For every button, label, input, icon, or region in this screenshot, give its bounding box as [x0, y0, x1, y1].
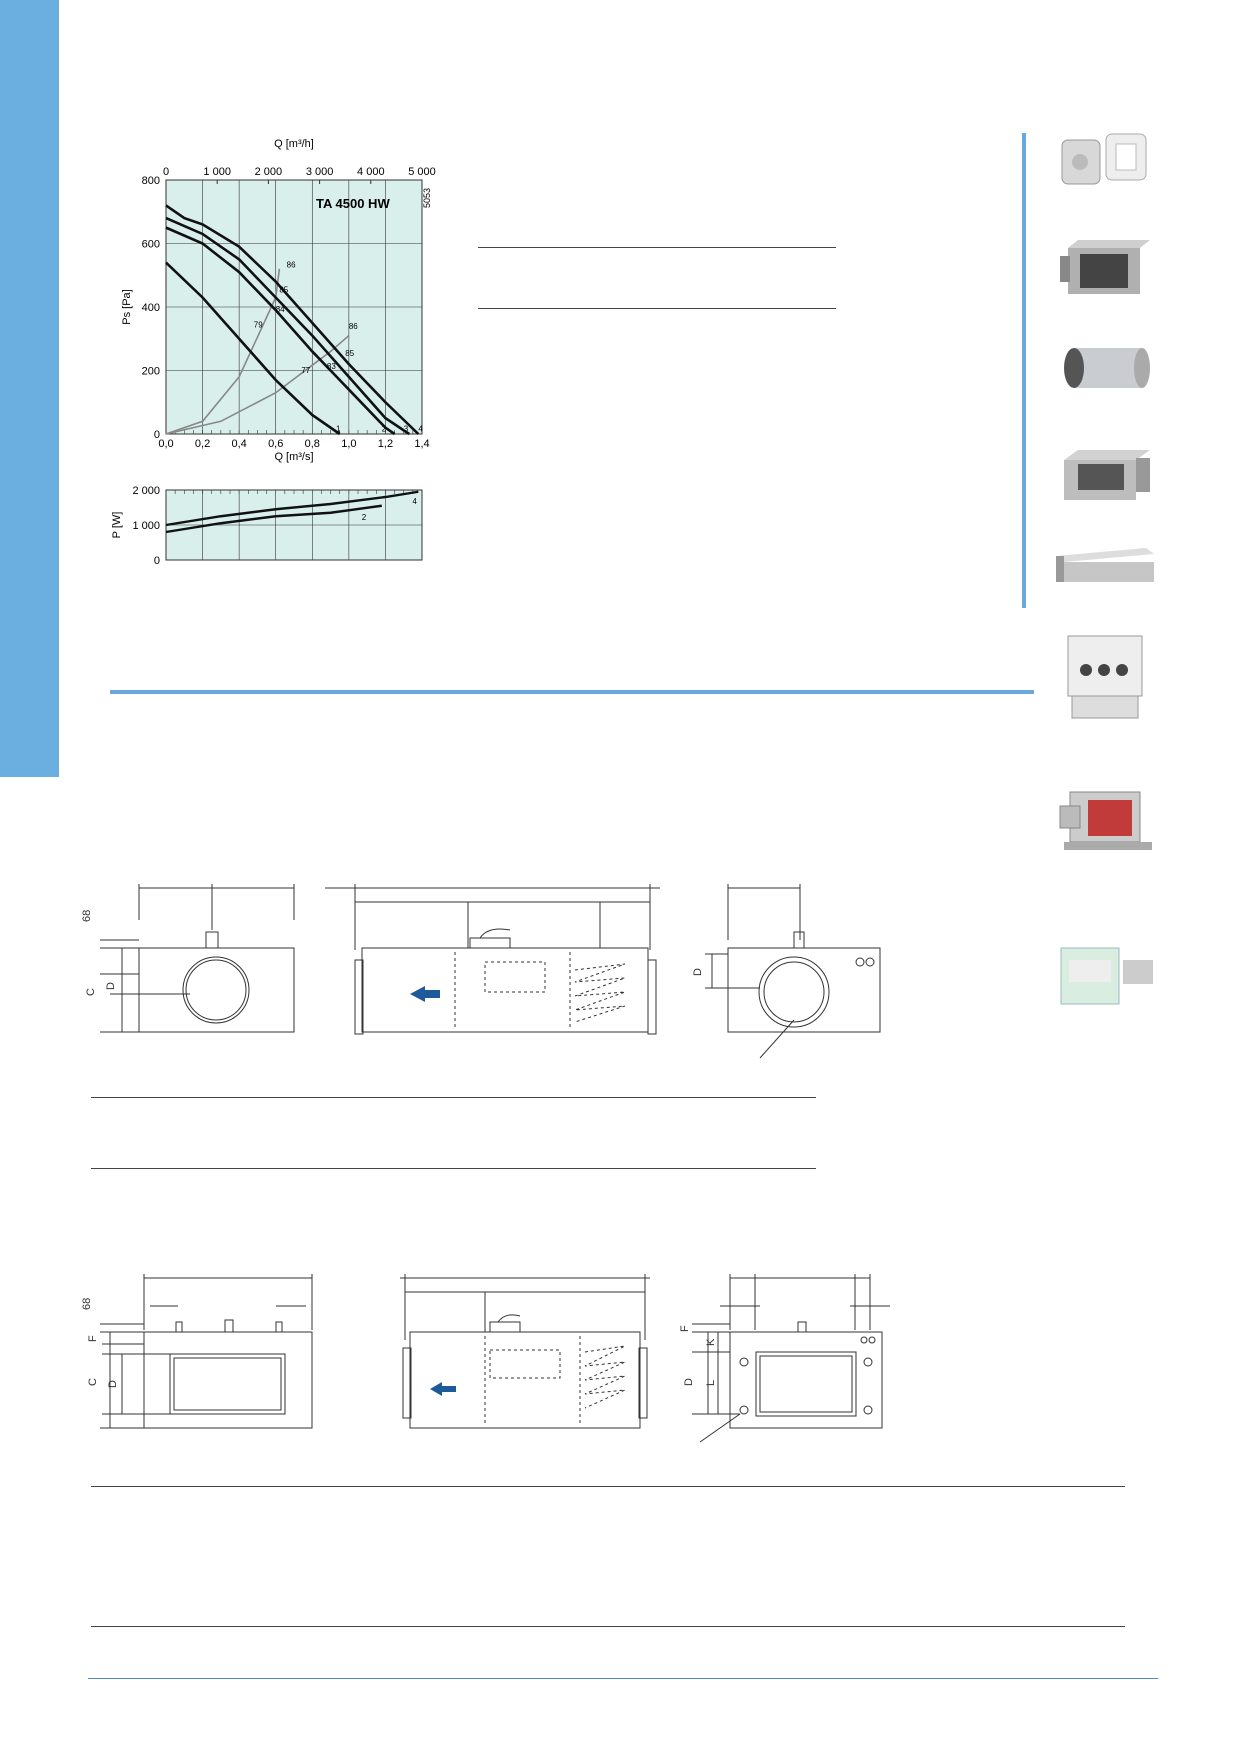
- dim-label-l: L: [705, 1380, 717, 1386]
- drawing-round-version: 68 C D D: [81, 884, 881, 1059]
- x-axis-label: Q [m³/s]: [274, 451, 313, 463]
- x2-tick-label: 3 000: [306, 166, 334, 178]
- heater-box-icon: [1060, 240, 1150, 294]
- x-tick-label: 0,4: [231, 438, 246, 450]
- power-curve-2: [165, 504, 382, 534]
- efficiency-label: 77: [301, 366, 310, 375]
- dim-label-c: C: [85, 988, 97, 996]
- chart-code: 5053: [422, 188, 432, 208]
- table-rule: [91, 1486, 1125, 1487]
- y-tick-label: 200: [142, 366, 160, 378]
- x2-axis-label: Q [m³/h]: [274, 138, 314, 150]
- system-curve: [165, 268, 281, 435]
- chart-title: TA 4500 HW: [316, 196, 390, 211]
- x-tick-label: 0,6: [268, 438, 283, 450]
- section-divider: [110, 690, 1034, 694]
- x2-tick-label: 1 000: [203, 166, 231, 178]
- curve-number-label: 2: [382, 425, 387, 434]
- power-chart: 0 1 000 2 000 P [W] 2 4: [111, 485, 423, 567]
- efficiency-label: 85: [279, 286, 288, 295]
- table-rule: [91, 1168, 816, 1169]
- y-tick-label: 800: [142, 175, 160, 187]
- curve-number-label: 4: [418, 425, 423, 434]
- efficiency-label: 86: [349, 322, 358, 331]
- dim-label-d: D: [105, 982, 117, 990]
- efficiency-label: 85: [345, 349, 354, 358]
- efficiency-label: 84: [276, 305, 285, 314]
- heat-exchanger-icon: [1059, 791, 1152, 850]
- y-tick-label: 2 000: [132, 485, 160, 497]
- x-tick-label: 1,0: [341, 438, 356, 450]
- switch-box-icon: [1060, 947, 1153, 1005]
- dim-label-d: D: [107, 1380, 119, 1388]
- dim-label-d2: D: [683, 1378, 695, 1386]
- fan-curve-2: [165, 226, 396, 436]
- x-tick-label: 1,4: [414, 438, 429, 450]
- dim-label-68: 68: [81, 910, 93, 922]
- dim-label-68: 68: [81, 1298, 93, 1310]
- y-axis-label: P [W]: [111, 512, 123, 539]
- coil-icon: [1064, 450, 1150, 500]
- x2-tick-label: 5 000: [408, 166, 436, 178]
- y-tick-label: 400: [142, 302, 160, 314]
- curve-number-label: 3: [404, 425, 409, 434]
- table-rule: [478, 308, 836, 309]
- y-tick-label: 0: [154, 429, 160, 441]
- dim-label-d2: D: [692, 968, 704, 976]
- efficiency-label: 86: [287, 260, 296, 269]
- duct-icon: [1056, 548, 1154, 582]
- x-tick-label: 1,2: [378, 438, 393, 450]
- drawing-rect-version: 68 F C D F K D L: [81, 1274, 890, 1443]
- footer-rule: [88, 1678, 1158, 1679]
- x2-tick-label: 0: [163, 166, 169, 178]
- accessory-divider: [1022, 133, 1026, 608]
- y-tick-label: 1 000: [132, 520, 160, 532]
- table-rule: [91, 1097, 816, 1098]
- dim-label-k: K: [705, 1338, 717, 1346]
- power-curve-label: 2: [362, 513, 367, 522]
- table-rule: [478, 247, 836, 248]
- fan-curve-chart: 0,0 0,2 0,4 0,6 0,8 1,0 1,2 1,4 0 1 000 2 000 3 000…: [121, 138, 436, 463]
- x2-tick-label: 2 000: [255, 166, 283, 178]
- system-curve: [165, 334, 350, 435]
- airflow-arrow-icon: [410, 986, 440, 1002]
- curve-number-label: 1: [336, 425, 341, 434]
- y-axis-label: Ps [Pa]: [121, 289, 133, 324]
- sidebar-band: [0, 0, 59, 777]
- y-tick-label: 0: [154, 555, 160, 567]
- x-tick-label: 0,2: [195, 438, 210, 450]
- table-rule: [91, 1626, 1125, 1627]
- power-curve-label: 4: [412, 497, 417, 506]
- dim-label-f: F: [87, 1335, 99, 1342]
- fan-curve-1: [165, 261, 341, 436]
- fan-curve-4: [165, 204, 420, 435]
- fan-curve-3: [165, 216, 410, 436]
- controller-icon: [1067, 635, 1143, 719]
- airflow-arrow-icon: [430, 1382, 456, 1396]
- x-tick-label: 0,8: [305, 438, 320, 450]
- efficiency-label: 83: [327, 362, 336, 371]
- power-curve-4: [165, 490, 419, 527]
- x-tick-label: 0,0: [158, 438, 173, 450]
- silencer-icon: [1064, 348, 1150, 388]
- dim-label-f2: F: [679, 1325, 691, 1332]
- x2-tick-label: 4 000: [357, 166, 385, 178]
- thermostat-icon: [1061, 133, 1147, 185]
- dim-label-c: C: [87, 1378, 99, 1386]
- y-tick-label: 600: [142, 239, 160, 251]
- efficiency-label: 79: [254, 321, 263, 330]
